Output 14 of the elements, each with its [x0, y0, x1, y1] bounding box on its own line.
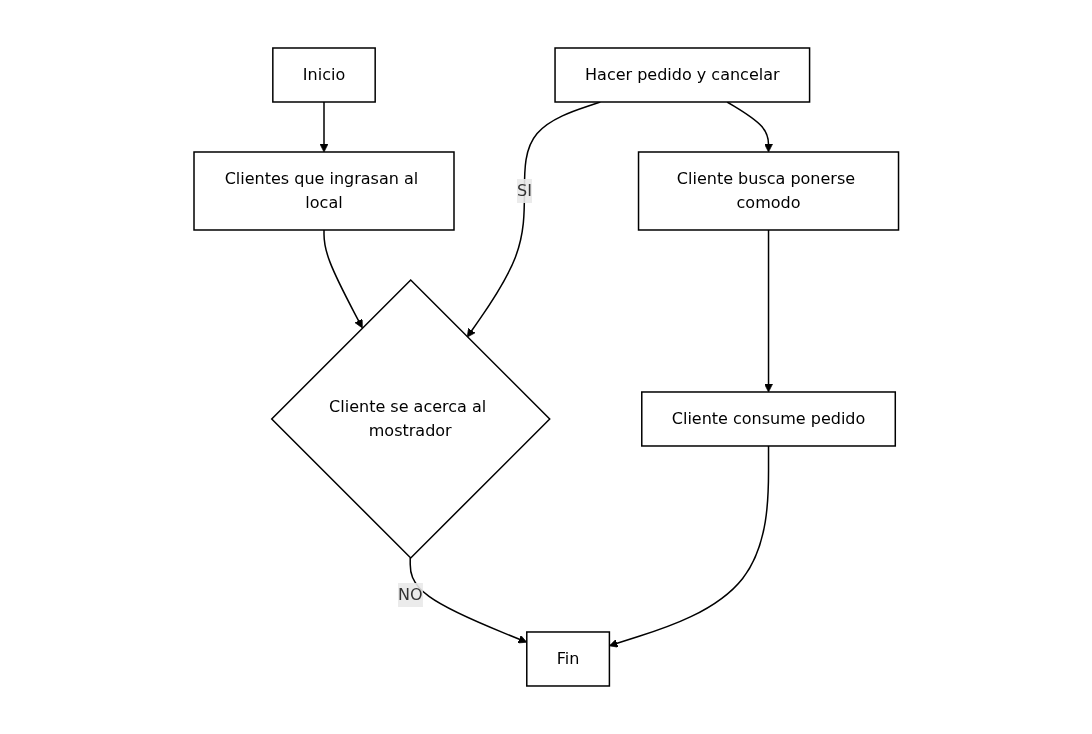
arrow	[319, 101, 329, 153]
arrow	[726, 101, 773, 153]
node-box: Cliente consume pedido	[640, 391, 896, 447]
node-box: Clientes que ingrasan al local	[193, 151, 455, 231]
edge-label: NO	[397, 584, 423, 604]
edge-label: SI	[516, 181, 532, 200]
node-box: Hacer pedido y cancelar	[554, 47, 811, 103]
arrow	[409, 557, 527, 644]
node-box: Fin	[525, 631, 610, 687]
node-diamond: Cliente se acerca al mostrador	[270, 278, 551, 560]
node-box: Cliente busca ponerse comodo	[637, 151, 899, 231]
node-box: Inicio	[271, 47, 376, 103]
arrow	[323, 229, 363, 329]
arrow	[763, 229, 773, 393]
